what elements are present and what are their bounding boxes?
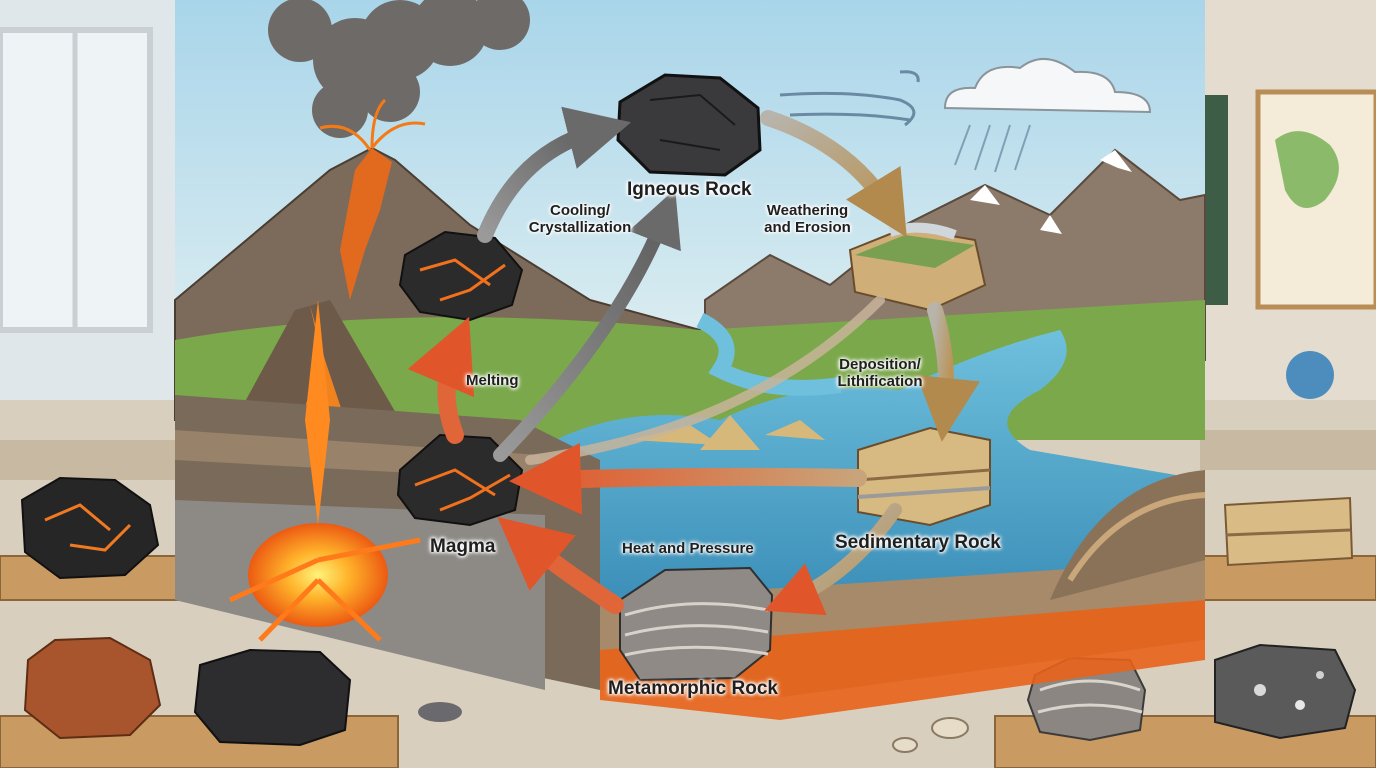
rain-cloud [943, 57, 1152, 173]
magma-label: Magma [430, 536, 496, 557]
wind-lines [779, 70, 920, 127]
cooling-label-line2: Crystallization [528, 218, 632, 236]
cooling-label: Cooling/ Crystallization [515, 202, 645, 236]
lava-spray [319, 98, 426, 151]
sedimentary-rock-label: Sedimentary Rock [835, 532, 1001, 553]
weathering-label-line2: and Erosion [764, 218, 851, 236]
volcano-smoke [268, 0, 530, 138]
metamorphic-rock-label: Metamorphic Rock [608, 678, 778, 699]
melting-label: Melting [466, 372, 519, 389]
igneous-rock-label: Igneous Rock [627, 179, 752, 200]
shells-pebbles [418, 702, 969, 753]
sediment-block [848, 222, 987, 312]
metamorphic-rock-sample [619, 566, 774, 682]
heat-pressure-label: Heat and Pressure [622, 540, 754, 557]
deposition-label-line1: Deposition/ [839, 356, 921, 373]
igneous-rock-sample [616, 73, 762, 177]
volcanic-rock-top [398, 230, 524, 322]
weathering-label: Weathering and Erosion [745, 202, 870, 236]
cooling-label-line1: Cooling/ [550, 202, 610, 219]
specimen-rocks [20, 476, 1357, 747]
deposition-label-line2: Lithification [837, 372, 923, 390]
weathering-label-line1: Weathering [766, 202, 849, 219]
deposition-label: Deposition/ Lithification [815, 356, 945, 390]
sedimentary-rock-sample [857, 426, 991, 527]
cycle-arrows [407, 106, 981, 616]
